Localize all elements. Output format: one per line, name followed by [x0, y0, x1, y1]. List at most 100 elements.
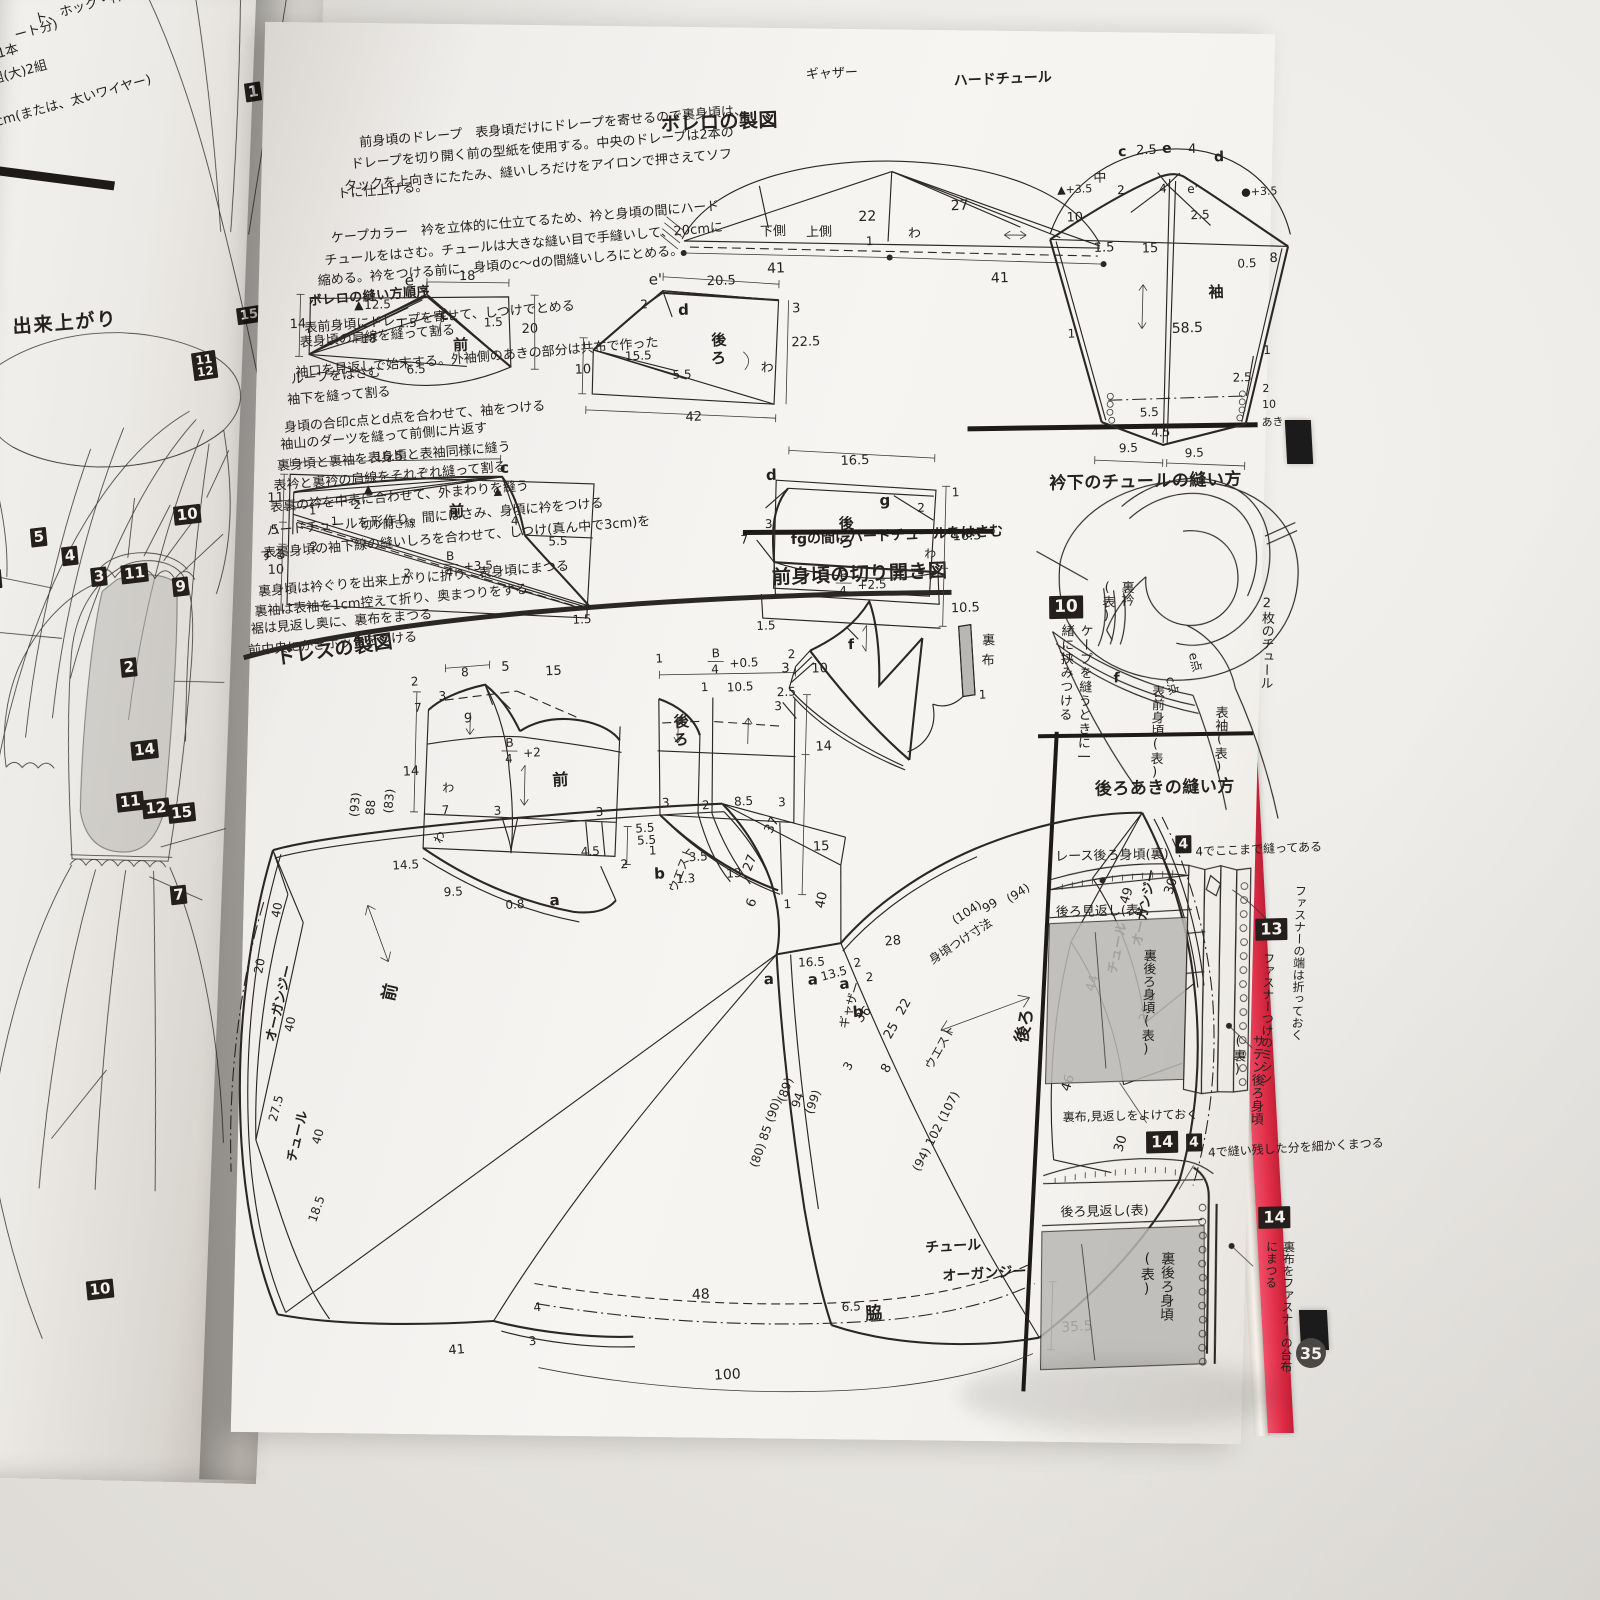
svg-text:13.5: 13.5 [819, 963, 848, 984]
svg-text:2: 2 [853, 955, 863, 970]
svg-text:1: 1 [1067, 326, 1075, 340]
svg-text:わ: わ [908, 226, 921, 242]
svg-text:2.5: 2.5 [1190, 207, 1209, 222]
svg-text:22.5: 22.5 [791, 334, 820, 350]
svg-text:1: 1 [655, 651, 663, 665]
svg-text:40: 40 [269, 901, 286, 919]
svg-text:8: 8 [1269, 251, 1278, 266]
back-opening-chip-14-upper: 14 [1146, 1130, 1179, 1154]
step-chip-2: 2 [119, 657, 139, 678]
tulle-under-collar-panel [231, 22, 1299, 1444]
svg-text:40: 40 [282, 1015, 299, 1033]
svg-text:2.5: 2.5 [1136, 143, 1157, 159]
svg-text:f: f [848, 637, 855, 653]
svg-text:5.5: 5.5 [637, 833, 657, 848]
svg-text:2: 2 [353, 498, 361, 512]
svg-text:●+3.5: ●+3.5 [1241, 184, 1278, 198]
svg-text:27.5: 27.5 [266, 1094, 287, 1123]
svg-text:1: 1 [979, 687, 987, 701]
svg-text:下側: 下側 [760, 224, 786, 240]
step-chip-11-upper: 11 [120, 562, 149, 585]
step-chip-11-lower: 11 [115, 790, 145, 813]
svg-text:9.5: 9.5 [1119, 441, 1138, 456]
svg-text:▲: ▲ [354, 298, 364, 312]
svg-text:3: 3 [528, 1334, 537, 1349]
svg-text:7: 7 [414, 700, 422, 714]
svg-text:10: 10 [267, 562, 284, 578]
step-chip-12-lower: 12 [141, 797, 171, 820]
svg-text:20: 20 [521, 321, 538, 337]
svg-text:2: 2 [865, 970, 874, 985]
svg-text:5.5: 5.5 [548, 534, 567, 549]
svg-text:18: 18 [361, 331, 377, 346]
svg-text:15: 15 [813, 839, 830, 855]
svg-text:(83): (83) [381, 788, 397, 814]
svg-text:c: c [500, 458, 509, 476]
svg-text:1.5: 1.5 [397, 316, 416, 331]
svg-text:10: 10 [1262, 398, 1276, 412]
svg-text:a: a [807, 970, 818, 988]
svg-text:0.5: 0.5 [1237, 256, 1256, 271]
svg-text:30: 30 [1111, 1134, 1130, 1154]
svg-text:+0.5: +0.5 [729, 655, 759, 671]
svg-text:22: 22 [858, 208, 876, 225]
svg-text:わ: わ [761, 360, 774, 376]
svg-text:4.5: 4.5 [1151, 425, 1170, 440]
svg-text:前: 前 [449, 502, 465, 521]
svg-text:▲: ▲ [363, 482, 373, 496]
svg-text:1.3: 1.3 [676, 871, 696, 886]
svg-text:1: 1 [1263, 343, 1271, 357]
svg-text:c: c [1118, 144, 1127, 160]
svg-text:ギャザー: ギャザー [806, 65, 858, 82]
svg-text:20.5: 20.5 [707, 273, 736, 289]
svg-text:27: 27 [950, 198, 968, 215]
back-opening-panel-lower [231, 22, 1275, 1444]
back-opening-chip-14-lower: 14 [1258, 1206, 1291, 1229]
svg-text:3: 3 [778, 795, 786, 809]
svg-text:脇: 脇 [864, 1302, 883, 1324]
svg-text:16.5: 16.5 [798, 955, 825, 970]
svg-text:16.5: 16.5 [952, 528, 981, 544]
svg-text:上側: 上側 [806, 224, 832, 240]
back-opening-chip-4-lower: 4 [1186, 1133, 1202, 1152]
svg-text:前: 前 [378, 982, 402, 1003]
svg-text:1.5: 1.5 [572, 612, 591, 627]
page-curl-shadow [960, 1360, 1280, 1430]
svg-text:2.5: 2.5 [777, 685, 796, 700]
svg-text:ろ: ろ [838, 532, 854, 551]
svg-text:B: B [839, 568, 848, 582]
svg-text:94: 94 [788, 1091, 806, 1110]
svg-text:▲: ▲ [493, 484, 502, 497]
svg-text:16.5: 16.5 [840, 453, 869, 469]
svg-text:4: 4 [445, 565, 453, 579]
svg-text:3: 3 [781, 661, 790, 676]
back-opening-chip-13: 13 [1255, 918, 1288, 941]
svg-text:2: 2 [917, 501, 925, 515]
svg-text:布: 布 [981, 653, 994, 669]
step-chip-14: 14 [130, 739, 159, 761]
svg-text:1.5: 1.5 [756, 618, 775, 633]
svg-text:前: 前 [552, 770, 569, 790]
svg-text:9.5: 9.5 [1185, 445, 1204, 460]
svg-text:4: 4 [711, 662, 719, 676]
svg-text:15: 15 [545, 664, 562, 680]
svg-text:49: 49 [1117, 886, 1136, 906]
svg-text:15: 15 [1142, 241, 1159, 257]
svg-text:3: 3 [493, 803, 501, 817]
svg-text:10.5: 10.5 [727, 679, 754, 695]
svg-text:6.5: 6.5 [841, 1299, 861, 1314]
svg-text:41: 41 [448, 1342, 466, 1358]
svg-text:▲+3.5: ▲+3.5 [1057, 182, 1093, 196]
svg-text:42: 42 [685, 409, 702, 425]
svg-text:40: 40 [813, 891, 831, 910]
svg-text:14.5: 14.5 [392, 857, 419, 873]
svg-text:e': e' [649, 270, 663, 289]
svg-text:d: d [678, 301, 689, 319]
svg-text:a: a [839, 974, 851, 993]
svg-text:4: 4 [839, 584, 847, 598]
svg-text:B: B [446, 549, 455, 563]
svg-text:B: B [505, 736, 514, 750]
left-page: 16 13 5 4 3 11 9 10 2 14 11 12 15 8 6 1 … [0, 0, 325, 1485]
svg-text:2: 2 [640, 297, 648, 311]
step-chip-4: 4 [60, 545, 80, 567]
